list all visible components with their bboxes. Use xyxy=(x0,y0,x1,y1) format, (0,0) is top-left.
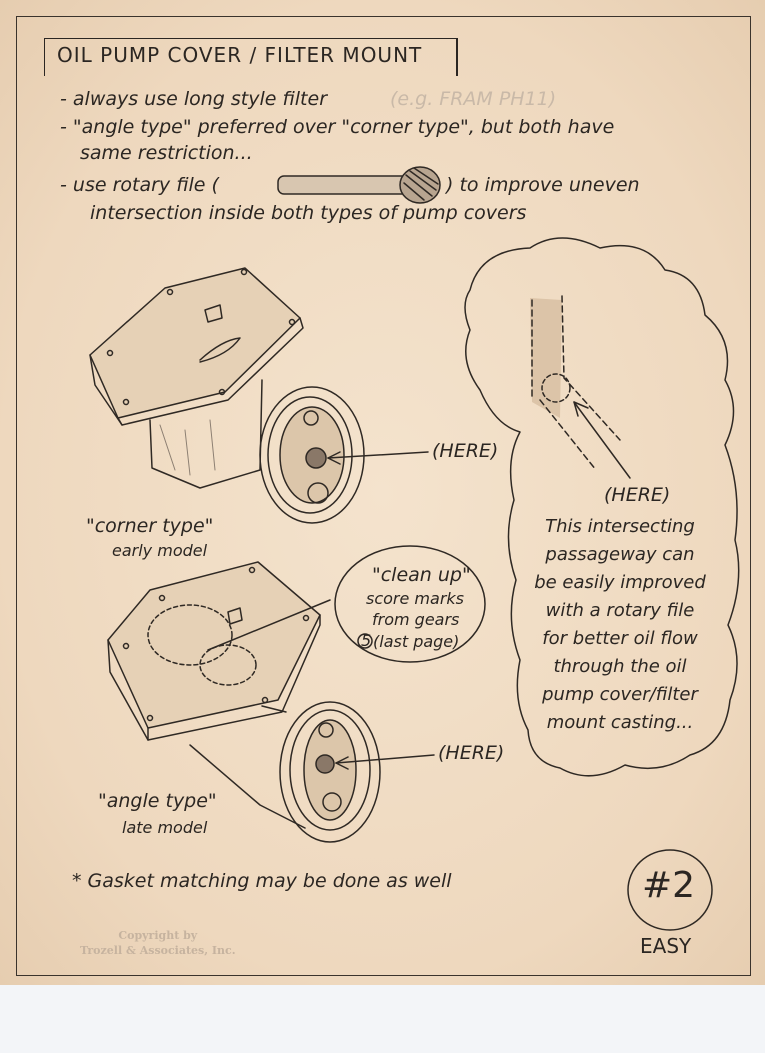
cleanup-ref: (last page) xyxy=(373,632,460,651)
page-title: OIL PUMP COVER / FILTER MOUNT xyxy=(44,38,458,76)
detail-text-4: with a rotary file xyxy=(545,600,695,621)
paper-sheet: OIL PUMP COVER / FILTER MOUNT - always u… xyxy=(0,0,765,985)
note-intersection: intersection inside both types of pump c… xyxy=(90,202,527,224)
angle-type-label: "angle type" xyxy=(98,790,217,812)
copyright-line2: Trozell & Associates, Inc. xyxy=(80,944,236,958)
difficulty-label: EASY xyxy=(640,934,692,958)
angle-model-label: late model xyxy=(122,818,208,837)
detail-text-2: passageway can xyxy=(545,544,695,565)
page-border xyxy=(16,16,751,976)
corner-type-label: "corner type" xyxy=(86,515,214,537)
corner-model-label: early model xyxy=(112,541,208,560)
detail-text-6: through the oil xyxy=(553,656,687,677)
difficulty-number: #2 xyxy=(642,865,696,906)
copyright-notice: Copyright by Trozell & Associates, Inc. xyxy=(80,928,236,959)
cleanup-line2: score marks xyxy=(366,589,464,608)
note-angle-preferred: - "angle type" preferred over "corner ty… xyxy=(60,116,615,138)
rotary-file-sketch xyxy=(277,166,441,204)
detail-text-8: mount casting... xyxy=(546,712,694,733)
cleanup-title: "clean up" xyxy=(372,564,471,586)
angle-type-sketch xyxy=(107,561,435,843)
detail-text-5: for better oil flow xyxy=(542,628,698,649)
note-same-restriction: same restriction... xyxy=(80,142,253,164)
detail-text-7: pump cover/filter xyxy=(542,684,698,705)
detail-text-3: be easily improved xyxy=(534,572,706,593)
footnote-gasket: * Gasket matching may be done as well xyxy=(72,870,452,892)
difficulty-badge-circle xyxy=(627,849,713,931)
cleanup-ref-circle xyxy=(357,633,373,649)
angle-here-label: (HERE) xyxy=(438,742,505,764)
note-rotary-file: - use rotary file ( xyxy=(60,174,219,196)
sketch-drawings xyxy=(89,166,740,931)
note-filter-example: (e.g. FRAM PH11) xyxy=(390,88,557,110)
corner-here-label: (HERE) xyxy=(432,440,499,462)
cleanup-bubble xyxy=(334,545,486,663)
cleanup-ref-number: 5 xyxy=(361,631,372,650)
detail-cloud xyxy=(464,237,740,777)
cleanup-line3: from gears xyxy=(372,610,460,629)
note-rotary-file-end: ) to improve uneven xyxy=(446,174,640,196)
copyright-line1: Copyright by xyxy=(118,929,198,942)
note-filter: - always use long style filter xyxy=(60,88,328,110)
corner-type-sketch xyxy=(89,267,429,524)
detail-here-label: (HERE) xyxy=(604,484,671,506)
detail-text-1: This intersecting xyxy=(545,516,695,537)
